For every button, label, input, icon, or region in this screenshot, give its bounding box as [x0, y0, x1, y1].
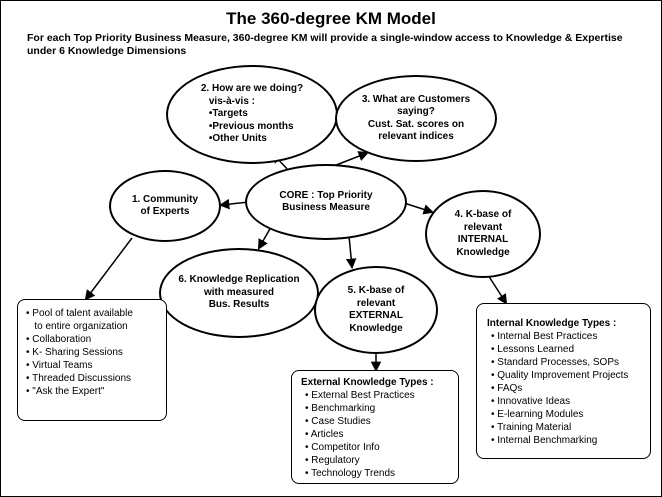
customers-saying-node: 3. What are Customers saying? Cust. Sat.… [335, 75, 497, 162]
how-doing-line2: vis-à-vis : [208, 95, 256, 107]
replication-text: 6. Knowledge Replication with measured B… [178, 274, 299, 312]
internal-knowledge-box: Internal Knowledge Types : • Internal Be… [476, 303, 651, 459]
replication-line2: with measured [203, 286, 274, 298]
list-item: • E-learning Modules [491, 409, 584, 420]
external-knowledge-list: • External Best Practices • Benchmarking… [301, 389, 454, 480]
customers-line3: Cust. Sat. scores on [367, 118, 465, 130]
community-text: 1. Community of Experts [132, 194, 198, 219]
how-doing-item: •Previous months [208, 120, 294, 132]
list-item: • "Ask the Expert" [26, 386, 105, 397]
internal-kbase-node: 4. K-base of relevant INTERNAL Knowledge [425, 190, 541, 278]
community-details-list: • Pool of talent available to entire org… [26, 307, 162, 398]
how-are-we-doing-node: 2. How are we doing? vis-à-vis : •Target… [166, 65, 338, 164]
how-doing-item: •Other Units [208, 133, 267, 145]
core-line1: CORE : Top Priority [279, 189, 373, 201]
replication-line3: Bus. Results [208, 299, 270, 311]
community-details-box: • Pool of talent available to entire org… [17, 299, 167, 421]
list-item: • K- Sharing Sessions [26, 347, 123, 358]
external-kbase-node: 5. K-base of relevant EXTERNAL Knowledge [314, 266, 438, 354]
replication-line1: 6. Knowledge Replication [178, 274, 300, 286]
list-item: • Articles [305, 429, 344, 440]
core-node: CORE : Top Priority Business Measure [245, 164, 407, 240]
list-item: • Collaboration [26, 334, 92, 345]
knowledge-replication-node: 6. Knowledge Replication with measured B… [159, 248, 319, 338]
arrow-core-to-replication [257, 226, 272, 250]
arrow-internal-to-box [487, 274, 508, 305]
list-item: • External Best Practices [305, 390, 415, 401]
core-text: CORE : Top Priority Business Measure [279, 190, 372, 215]
internal-kbase-line1: 4. K-base of [454, 209, 512, 220]
how-doing-line1: 2. How are we doing? [200, 83, 304, 95]
list-item: • Lessons Learned [491, 344, 575, 355]
list-item: • Pool of talent available [26, 308, 133, 319]
arrow-core-to-community [218, 198, 250, 210]
list-item: to entire organization [26, 321, 128, 332]
internal-knowledge-heading: Internal Knowledge Types : [487, 318, 617, 329]
page-subtitle: For each Top Priority Business Measure, … [27, 32, 623, 57]
internal-kbase-line2: relevant [463, 221, 503, 233]
list-item: • Technology Trends [305, 468, 396, 479]
external-kbase-line3: EXTERNAL [349, 310, 403, 321]
list-item: • Virtual Teams [26, 360, 93, 371]
list-item: • Case Studies [305, 416, 371, 427]
community-line2: of Experts [140, 206, 190, 217]
list-item: • FAQs [491, 383, 523, 394]
customers-line4: relevant indices [378, 131, 454, 142]
page-title: The 360-degree KM Model [226, 9, 436, 28]
external-kbase-line4: Knowledge [349, 322, 403, 334]
list-item: • Internal Best Practices [491, 331, 598, 342]
customers-saying-text: 3. What are Customers saying? Cust. Sat.… [362, 94, 470, 144]
list-item: • Benchmarking [305, 403, 376, 414]
community-of-experts-node: 1. Community of Experts [109, 170, 221, 242]
list-item: • Innovative Ideas [491, 396, 571, 407]
internal-kbase-line4: Knowledge [456, 246, 510, 258]
external-kbase-line1: 5. K-base of [347, 285, 405, 296]
customers-line1: 3. What are Customers [361, 93, 471, 105]
internal-kbase-line3: INTERNAL [457, 234, 509, 245]
core-line2: Business Measure [282, 202, 370, 213]
list-item: • Competitor Info [305, 442, 380, 453]
how-are-we-doing-text: 2. How are we doing? vis-à-vis : •Target… [201, 83, 303, 146]
internal-kbase-text: 4. K-base of relevant INTERNAL Knowledge [455, 209, 512, 259]
external-knowledge-heading: External Knowledge Types : [301, 377, 434, 388]
arrow-community-to-box [84, 237, 133, 301]
external-knowledge-box: External Knowledge Types : • External Be… [291, 370, 459, 484]
community-line1: 1. Community [131, 193, 199, 205]
external-kbase-line2: relevant [356, 297, 396, 309]
list-item: • Standard Processes, SOPs [491, 357, 620, 368]
list-item: • Regulatory [305, 455, 360, 466]
customers-line2: saying? [397, 106, 435, 117]
list-item: • Internal Benchmarking [491, 435, 598, 446]
list-item: • Quality Improvement Projects [491, 370, 629, 381]
internal-knowledge-list: • Internal Best Practices • Lessons Lear… [487, 330, 646, 447]
arrow-core-to-internal [403, 202, 434, 215]
external-kbase-text: 5. K-base of relevant EXTERNAL Knowledge [348, 285, 405, 335]
how-doing-item: •Targets [208, 108, 248, 120]
list-item: • Threaded Discussions [26, 373, 132, 384]
list-item: • Training Material [491, 422, 572, 433]
arrow-core-to-external [345, 235, 357, 270]
